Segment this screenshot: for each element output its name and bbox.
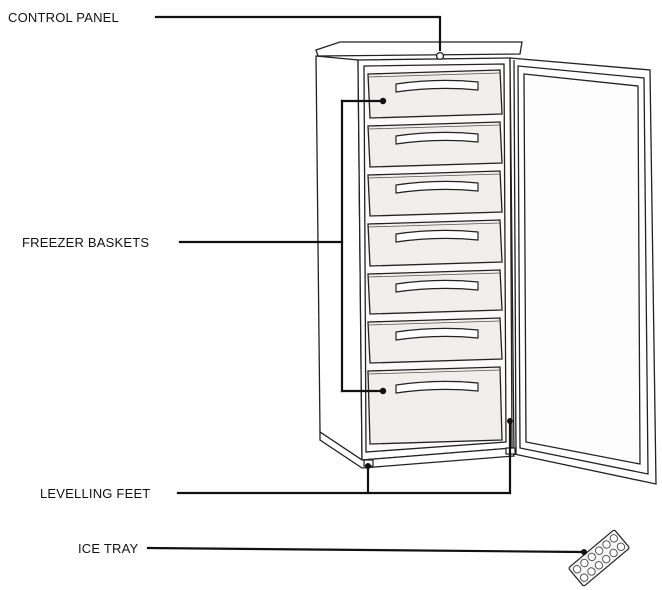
basket-handle: [395, 229, 479, 243]
basket-lip: [367, 320, 501, 326]
basket-lip: [367, 173, 501, 179]
freezer-basket: [367, 219, 503, 267]
basket-lip: [367, 369, 501, 375]
ice-tray-cell: [594, 561, 603, 570]
ice-tray-cell: [602, 540, 611, 549]
ice-tray-cell: [602, 554, 611, 564]
ice-tray-cell: [595, 546, 604, 555]
dot-basket-bottom: [379, 387, 387, 395]
leader-dots: [365, 97, 587, 555]
cabinet-plinth: [319, 430, 515, 469]
dot-ice-tray: [581, 549, 587, 555]
freezer-basket: [367, 69, 503, 119]
freezer-door: [509, 57, 657, 485]
ice-tray-illustration: [568, 529, 630, 587]
freezer-basket: [367, 121, 503, 168]
ice-tray-cell: [587, 567, 596, 576]
dot-basket-top: [379, 97, 387, 105]
freezer-basket: [367, 317, 503, 364]
door-hinge-edge: [513, 59, 517, 455]
basket-handle: [395, 327, 479, 341]
cabinet-top: [315, 41, 523, 57]
ice-tray-cell: [587, 552, 596, 562]
basket-front: [367, 69, 503, 119]
basket-lip: [367, 72, 501, 78]
dot-foot-left: [365, 463, 371, 469]
basket-handle: [395, 180, 479, 194]
basket-handle: [395, 380, 479, 394]
basket-handle: [395, 279, 479, 293]
freezer-basket: [367, 366, 503, 445]
label-ice-tray: ICE TRAY: [78, 541, 139, 556]
label-freezer-baskets: FREEZER BASKETS: [22, 235, 150, 250]
basket-lip: [367, 272, 501, 278]
cabinet-left-side: [315, 55, 363, 462]
freezer-basket: [367, 170, 503, 217]
basket-lip: [367, 222, 501, 228]
basket-front: [367, 366, 503, 445]
ice-tray-cell: [609, 548, 618, 558]
dot-foot-right: [507, 418, 513, 424]
ice-tray-cell: [580, 573, 589, 582]
ice-tray-cell: [616, 542, 626, 551]
ice-tray-cells: [572, 534, 626, 582]
control-panel-knob: [435, 51, 445, 61]
ice-tray-cell: [580, 558, 589, 568]
leader-control-panel: [154, 15, 442, 52]
door-window: [523, 73, 641, 465]
ice-tray-cell: [609, 534, 618, 543]
freezer-basket: [367, 269, 503, 315]
label-levelling-feet: LEVELLING FEET: [40, 486, 151, 501]
basket-handle: [395, 79, 479, 93]
basket-front: [367, 219, 503, 267]
label-control-panel: CONTROL PANEL: [8, 10, 119, 25]
basket-lip: [367, 124, 501, 130]
freezer-baskets-group: [367, 69, 503, 445]
leader-ice-tray: [146, 546, 584, 554]
leader-lines: [146, 15, 584, 554]
door-inner-frame: [517, 65, 649, 475]
ice-tray-cell: [572, 565, 582, 574]
ice-tray-body: [568, 529, 630, 587]
basket-handle: [395, 131, 479, 145]
